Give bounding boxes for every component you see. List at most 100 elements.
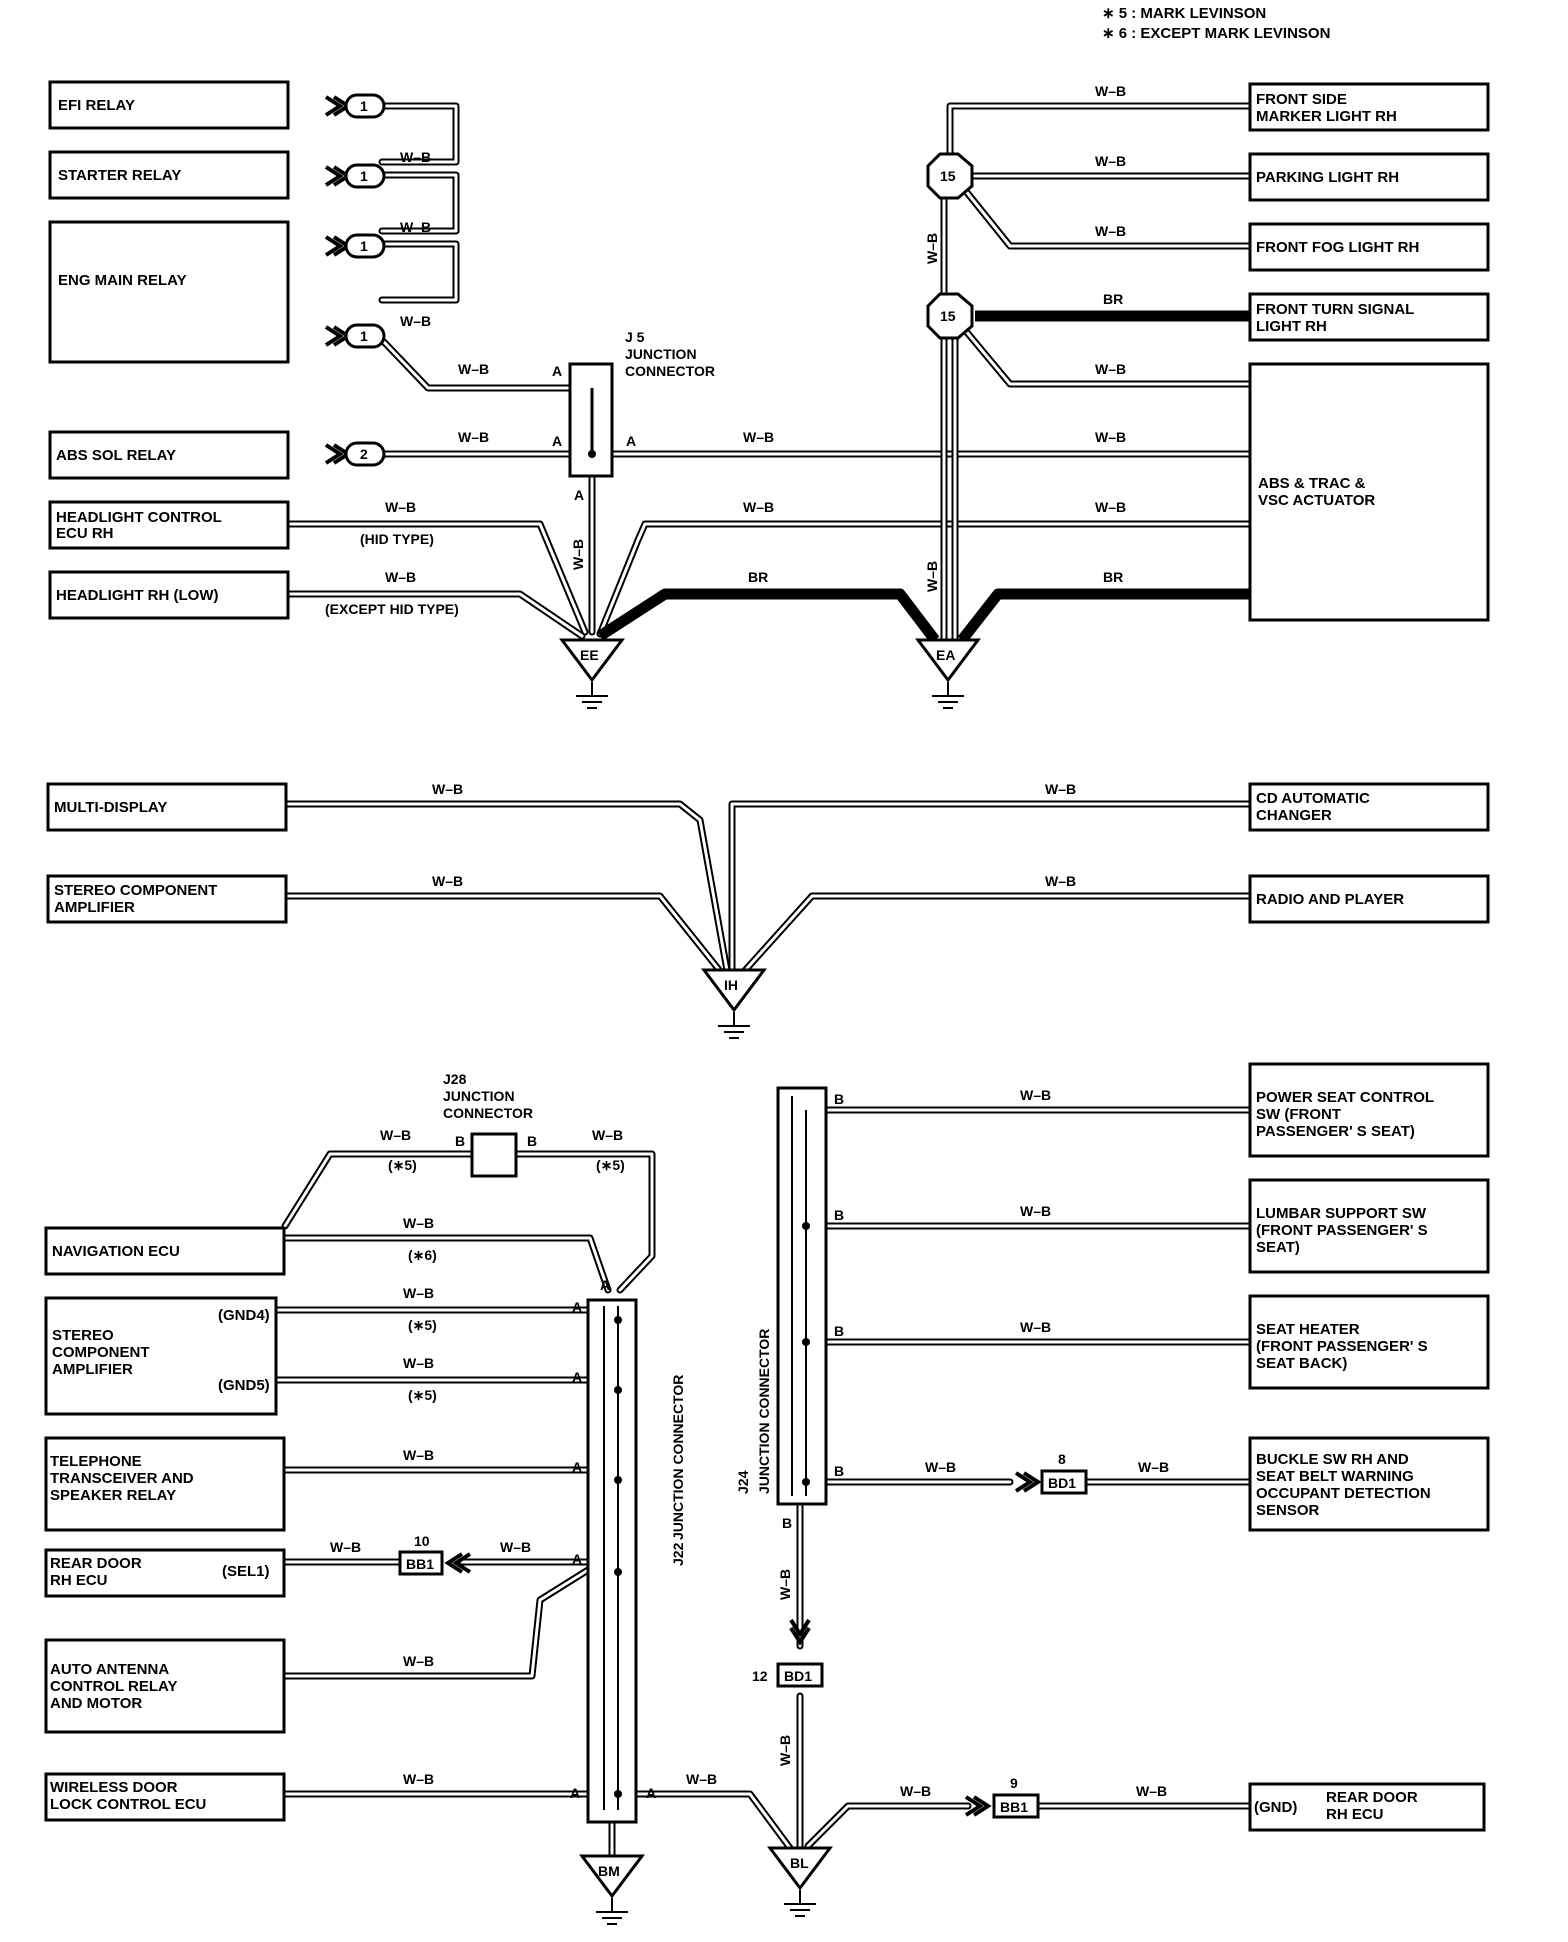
stereo-gnd4-label: (GND4) (218, 1307, 270, 1324)
svg-text:W–B: W–B (1020, 1203, 1051, 1219)
connector-bb1-right: BB1 9 (964, 1775, 1040, 1819)
j28-pin-b1: B (455, 1133, 465, 1149)
lumbar-label-3: SEAT) (1256, 1239, 1300, 1256)
headlight-low-box (48, 570, 290, 620)
parking-light-label: PARKING LIGHT RH (1256, 169, 1399, 186)
multi-display-label: MULTI-DISPLAY (54, 799, 167, 816)
cd-changer-box (1248, 782, 1490, 832)
section3-left-wires (271, 1150, 794, 1860)
svg-text:12: 12 (752, 1668, 768, 1684)
j24-jc-label: JUNCTION CONNECTOR (756, 1329, 772, 1494)
svg-text:(∗6): (∗6) (408, 1247, 437, 1263)
lumbar-label-2: (FRONT PASSENGER' S (1256, 1222, 1428, 1239)
svg-text:BD1: BD1 (784, 1668, 812, 1684)
stereo-gnd5-label: (GND5) (218, 1377, 270, 1394)
ground-bm: BM (579, 1854, 645, 1925)
svg-text:W–B: W–B (385, 499, 416, 515)
rear-door-ecu-left-box (44, 1548, 286, 1598)
seat-heater-label-1: SEAT HEATER (1256, 1321, 1360, 1338)
connector-2-abs: 2 (324, 441, 386, 467)
stereo-amp-label-1: STEREO (52, 1327, 114, 1344)
svg-text:A: A (570, 1785, 580, 1801)
svg-text:W–B: W–B (1045, 873, 1076, 889)
eng-main-relay-label: ENG MAIN RELAY (58, 272, 187, 289)
buckle-sw-label-2: SEAT BELT WARNING (1256, 1468, 1414, 1485)
svg-text:2: 2 (360, 446, 368, 462)
svg-text:W–B: W–B (432, 781, 463, 797)
power-seat-label-1: POWER SEAT CONTROL (1256, 1089, 1434, 1106)
j5-pin-a2: A (552, 433, 562, 449)
ground-bl: BL (767, 1846, 833, 1917)
j28-pin-b2: B (527, 1133, 537, 1149)
svg-text:B: B (834, 1207, 844, 1223)
svg-text:B: B (782, 1515, 792, 1531)
stereo-amp-box (44, 1296, 278, 1416)
front-turn-label-2: LIGHT RH (1256, 318, 1327, 335)
svg-text:BR: BR (748, 569, 768, 585)
auto-antenna-label-1: AUTO ANTENNA (50, 1661, 169, 1678)
svg-text:W–B: W–B (385, 569, 416, 585)
svg-text:B: B (834, 1091, 844, 1107)
svg-text:1: 1 (360, 98, 368, 114)
j5-label-1: J 5 (625, 329, 645, 345)
j24-label: J24 (735, 1470, 751, 1494)
power-seat-box (1248, 1062, 1490, 1158)
wireless-door-box (44, 1772, 286, 1822)
j22-label: J22 (670, 1542, 686, 1566)
stereo-amp-top-label-2: AMPLIFIER (54, 899, 135, 916)
ground-ea: EA (915, 638, 981, 709)
connector-bd1-down: BD1 12 (752, 1618, 824, 1688)
svg-text:W–B: W–B (1095, 499, 1126, 515)
svg-text:A: A (572, 1299, 582, 1315)
front-turn-box (1248, 292, 1490, 342)
svg-text:W–B: W–B (400, 149, 431, 165)
svg-text:W–B: W–B (500, 1539, 531, 1555)
buckle-sw-label-1: BUCKLE SW RH AND (1256, 1451, 1409, 1468)
eng-main-relay-box (48, 220, 290, 364)
connector-15-bottom: 15 (926, 292, 974, 340)
svg-text:W–B: W–B (458, 429, 489, 445)
svg-text:W–B: W–B (403, 1355, 434, 1371)
svg-text:W–B: W–B (1095, 429, 1126, 445)
parking-light-box (1248, 152, 1490, 202)
navigation-ecu-label: NAVIGATION ECU (52, 1243, 180, 1260)
svg-text:W–B: W–B (1095, 361, 1126, 377)
auto-antenna-label-3: AND MOTOR (50, 1695, 142, 1712)
svg-text:W–B: W–B (403, 1215, 434, 1231)
efi-relay-label: EFI RELAY (58, 97, 135, 114)
section2-wires (281, 800, 1254, 980)
svg-text:W–B: W–B (777, 1569, 793, 1600)
j28-label-3: CONNECTOR (443, 1105, 533, 1121)
rear-door-ecu-left-label-2: RH ECU (50, 1572, 108, 1589)
svg-text:10: 10 (414, 1533, 430, 1549)
rear-door-ecu-left-label-1: REAR DOOR (50, 1555, 142, 1572)
efi-relay-box (48, 80, 290, 130)
wireless-door-label-2: LOCK CONTROL ECU (50, 1796, 206, 1813)
svg-text:W–B: W–B (1045, 781, 1076, 797)
seat-heater-box (1248, 1294, 1490, 1390)
j5-pin-a1: A (552, 363, 562, 379)
abs-sol-relay-label: ABS SOL RELAY (56, 447, 176, 464)
telephone-label-2: TRANSCEIVER AND (50, 1470, 194, 1487)
connector-15-top: 15 (926, 152, 974, 200)
note-except-mark-levinson: ∗ 6 : EXCEPT MARK LEVINSON (1102, 25, 1330, 42)
auto-antenna-box (44, 1638, 286, 1734)
section3-left-wire-labels: W–B (∗5) W–B (∗5) W–B (∗6) W–B (∗5) W–B … (330, 1127, 717, 1787)
telephone-label-3: SPEAKER RELAY (50, 1487, 176, 1504)
svg-text:BR: BR (1103, 291, 1123, 307)
ground-ih: IH (701, 968, 767, 1039)
svg-text:W–B: W–B (1095, 83, 1126, 99)
svg-text:W–B: W–B (403, 1447, 434, 1463)
seat-heater-label-3: SEAT BACK) (1256, 1355, 1347, 1372)
telephone-label-1: TELEPHONE (50, 1453, 142, 1470)
buckle-sw-label-3: OCCUPANT DETECTION (1256, 1485, 1431, 1502)
j28-connector (470, 1132, 518, 1178)
svg-text:1: 1 (360, 168, 368, 184)
svg-text:W–B: W–B (1020, 1087, 1051, 1103)
svg-text:W–B: W–B (403, 1285, 434, 1301)
stereo-amp-top-label-1: STEREO COMPONENT (54, 882, 217, 899)
j28-label-1: J28 (443, 1071, 467, 1087)
multi-display-box (46, 782, 288, 832)
gnd-right-label: (GND) (1254, 1799, 1297, 1816)
